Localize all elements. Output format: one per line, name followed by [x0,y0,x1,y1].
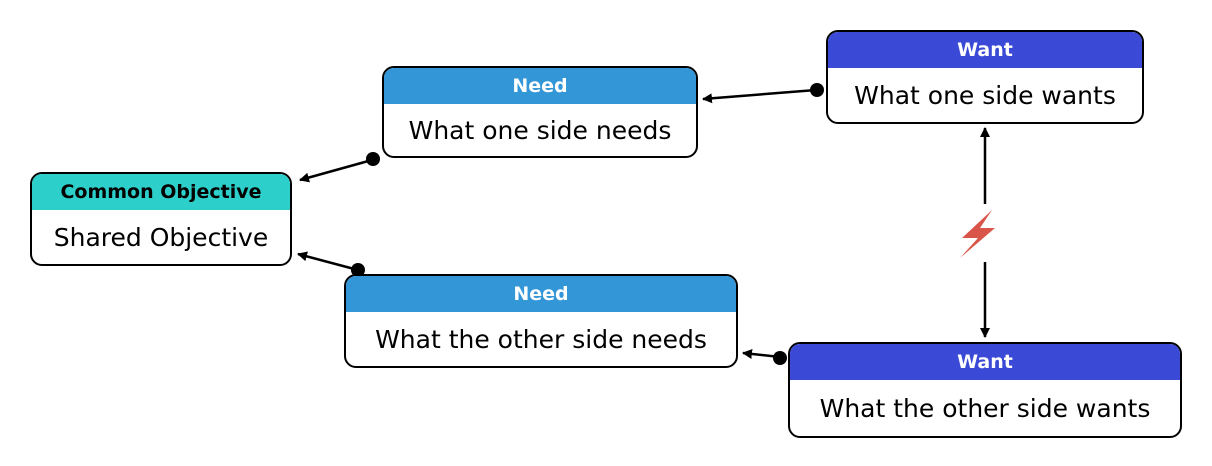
node-common-objective: Common Objective Shared Objective [30,172,292,266]
node-need-bottom: Need What the other side needs [344,274,738,368]
node-body: What the other side needs [375,324,707,354]
lightning-bolt-icon [960,210,995,258]
edge-need-bottom-to-objective [297,251,359,272]
edge-start-dot [351,263,365,277]
node-body: Shared Objective [53,222,269,252]
edge-need-top-to-objective [299,158,373,183]
node-need-top: Need What one side needs [382,66,698,158]
edge-start-dot [810,83,824,97]
node-header: Common Objective [32,174,290,210]
node-body: What the other side wants [819,393,1151,423]
node-header: Need [384,68,696,104]
edge-want-top-to-need-top [702,88,817,104]
node-header: Want [790,344,1180,380]
node-body: What one side wants [854,80,1116,110]
node-want-bottom: Want What the other side wants [788,342,1182,438]
edge-start-dot [366,152,380,166]
node-body: What one side needs [408,115,672,145]
node-header: Want [828,32,1142,68]
node-want-top: Want What one side wants [826,30,1144,124]
edge-start-dot [773,351,787,365]
node-header: Need [346,276,736,312]
